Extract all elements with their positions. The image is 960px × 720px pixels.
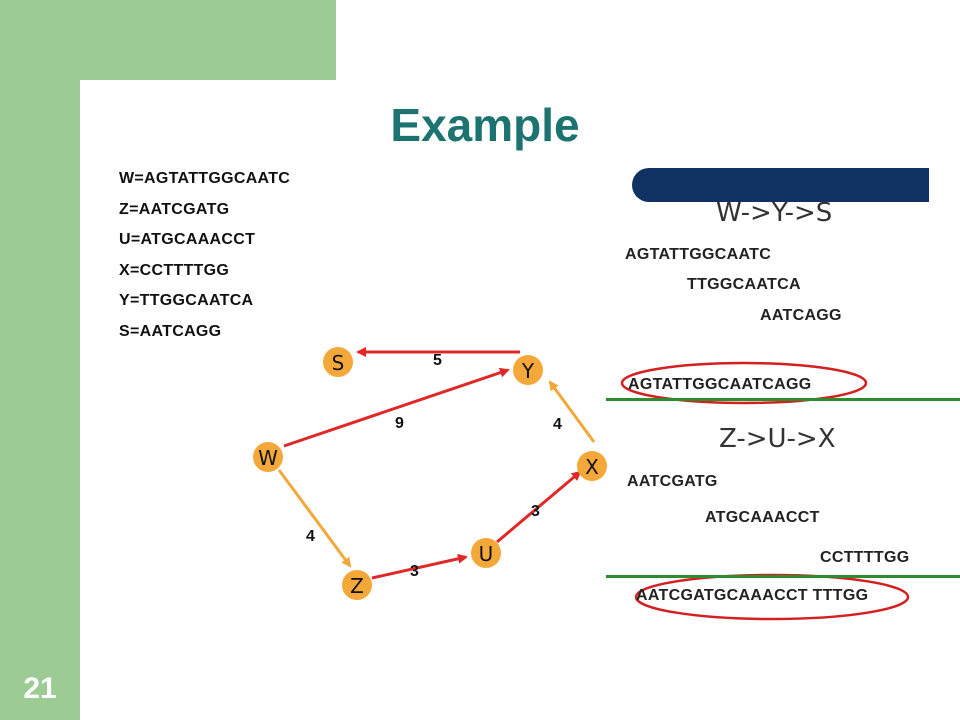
definition-item: W=AGTATTGGCAATC [119, 170, 291, 187]
definition-item: U=ATGCAAACCT [119, 231, 256, 248]
divider-line [606, 398, 960, 401]
sequence-line: TTGGCAATCA [687, 276, 801, 293]
edge-x-y [548, 380, 596, 443]
slide-number: 21 [23, 672, 57, 705]
node-label: Z [350, 574, 364, 598]
definition-item: Y=TTGGCAATCA [119, 292, 254, 309]
edge-z-u [371, 553, 468, 580]
divider-line [606, 575, 960, 578]
node-label: X [585, 455, 599, 479]
sidebar-band [0, 0, 80, 720]
sequence-line: AATCAGG [760, 307, 842, 324]
node-y: Y [513, 355, 543, 385]
node-s: S [323, 347, 353, 377]
merged-sequence: AGTATTGGCAATCAGG [628, 376, 812, 393]
edge-weight: 3 [410, 563, 419, 580]
sequence-line: AGTATTGGCAATC [625, 246, 772, 263]
definition-item: Z=AATCGATG [119, 200, 230, 218]
path-label-2: Z->U->X [719, 424, 836, 454]
sequence-definitions: W=AGTATTGGCAATC Z=AATCGATG U=ATGCAAACCT … [119, 168, 290, 351]
slide-title: Example [390, 99, 580, 151]
edge-weight: 4 [553, 416, 562, 433]
node-label: W [258, 446, 278, 470]
header-banner [632, 168, 929, 202]
path-label-1: W->Y->S [716, 198, 833, 228]
result-highlight-1 [620, 361, 868, 405]
edge-w-y [283, 367, 510, 448]
definition-item: X=CCTTTTGG [119, 261, 230, 279]
merged-sequence: AATCGATGCAAACCT TTTGG [636, 587, 869, 604]
node-x: X [577, 451, 607, 481]
node-label: Y [521, 359, 535, 383]
node-u: U [471, 538, 501, 568]
definition-item: S=AATCAGG [119, 322, 222, 340]
edge-weight: 3 [531, 503, 540, 520]
edge-weight: 9 [395, 415, 404, 432]
edge-w-z [277, 469, 352, 568]
node-label: S [332, 351, 345, 375]
edge-u-x [496, 470, 582, 544]
node-label: U [479, 542, 494, 566]
edge-weight: 5 [433, 352, 442, 369]
edge-weight: 4 [306, 528, 315, 545]
sequence-line: AATCGATG [627, 473, 718, 490]
sequence-line: CCTTTTGG [820, 549, 910, 566]
top-band [80, 0, 336, 80]
sequence-line: ATGCAAACCT [705, 509, 820, 526]
node-w: W [253, 442, 283, 472]
node-z: Z [342, 570, 372, 600]
